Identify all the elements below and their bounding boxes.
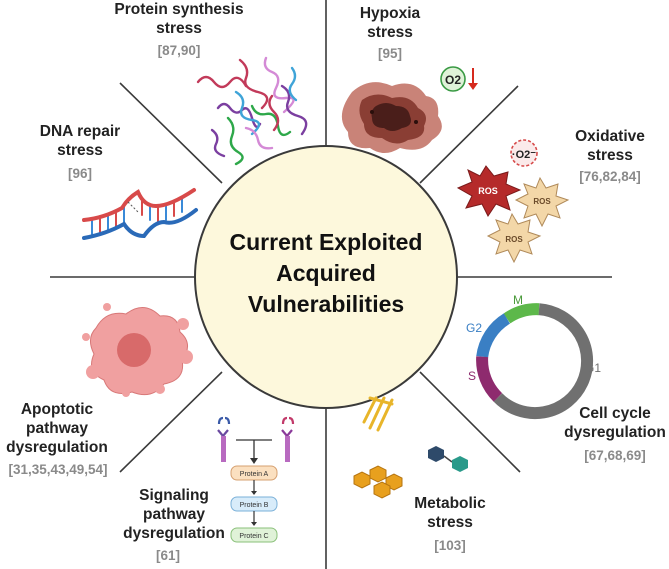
- cell-cycle-label-line-2: dysregulation: [564, 424, 666, 441]
- ros-burst-red-icon: ROS: [456, 165, 522, 217]
- hypoxia-label: Hypoxia stress: [340, 4, 440, 42]
- metabolic-molecules-icon: [353, 396, 468, 499]
- superoxide-label: ·O2⁻: [512, 149, 536, 161]
- spokes: [50, 0, 612, 569]
- ros-label-3: ROS: [505, 235, 523, 244]
- oxygen-badge-label: O2: [445, 73, 461, 87]
- center-circle: [194, 145, 458, 409]
- protein-label-line-2: stress: [156, 20, 202, 37]
- cycle-label-g1: G1: [585, 361, 601, 375]
- spoke-top-left: [119, 82, 223, 184]
- apoptotic-refs: [31,35,43,49,54]: [8, 462, 108, 477]
- cell-cycle-label: Cell cycle dysregulation: [560, 404, 669, 442]
- signaling-pathway-icon: Protein A Protein B Protein C: [217, 416, 295, 543]
- cycle-label-m: M: [513, 293, 523, 307]
- dna-label-line-1: DNA repair: [39, 123, 121, 140]
- cell-cycle-refs: [67,68,69]: [584, 448, 646, 463]
- cycle-arc-s: [476, 356, 503, 402]
- dna-repair-label: DNA repair stress: [30, 122, 130, 160]
- oxidative-refs: [76,82,84]: [579, 169, 641, 184]
- protein-synthesis-label: Protein synthesis stress: [104, 0, 254, 38]
- protein-c-label: Protein C: [239, 533, 268, 540]
- apoptotic-cell-icon: [82, 303, 193, 397]
- protein-strands-icon: [196, 56, 308, 166]
- dna-label-line-2: stress: [57, 142, 103, 159]
- apoptotic-label-line-3: dysregulation: [6, 439, 108, 456]
- cycle-label-s: S: [468, 369, 476, 383]
- oxidative-label: Oxidative stress: [560, 127, 660, 165]
- spoke-bottom-left: [119, 371, 223, 473]
- cell-cycle-ring: [476, 303, 594, 420]
- ros-burst-tan-icon-1: ROS: [514, 176, 570, 228]
- protein-refs: [87,90]: [157, 43, 201, 58]
- spoke-bottom-right: [419, 371, 521, 473]
- cycle-arc-m: [503, 303, 540, 324]
- center-title-line-2: Acquired: [276, 260, 376, 286]
- cell-cycle-label-line-1: Cell cycle: [579, 405, 651, 422]
- metabolic-refs: [103]: [434, 538, 466, 553]
- ros-burst-tan-icon-2: ROS: [486, 212, 542, 264]
- superoxide-icon: ·O2⁻: [510, 139, 538, 167]
- signaling-label-line-3: dysregulation: [123, 525, 225, 542]
- metabolic-label-line-2: stress: [427, 514, 473, 531]
- hypoxia-tissue-icon: [341, 82, 442, 153]
- center-title: Current Exploited Acquired Vulnerabiliti…: [194, 227, 458, 320]
- apoptotic-label-line-2: pathway: [25, 420, 88, 437]
- signaling-label-line-2: pathway: [142, 506, 205, 523]
- protein-b-label: Protein B: [240, 502, 269, 509]
- signaling-refs: [61]: [155, 548, 180, 563]
- oxygen-badge-icon: O2: [440, 66, 478, 92]
- apoptotic-label: Apoptotic pathway dysregulation: [4, 400, 110, 457]
- metabolic-label: Metabolic stress: [402, 494, 498, 532]
- oxidative-label-line-1: Oxidative: [575, 128, 645, 145]
- center-title-line-1: Current Exploited: [229, 229, 423, 255]
- spoke-top-right: [419, 85, 519, 184]
- dna-refs: [96]: [67, 166, 92, 181]
- hypoxia-label-line-2: stress: [367, 24, 413, 41]
- cycle-arc-g1: [493, 303, 594, 420]
- hypoxia-refs: [95]: [377, 46, 402, 61]
- ros-label-1: ROS: [478, 186, 498, 196]
- oxidative-label-line-2: stress: [587, 147, 633, 164]
- protein-label-line-1: Protein synthesis: [114, 1, 244, 18]
- signaling-label-line-1: Signaling: [139, 487, 209, 504]
- protein-a-label: Protein A: [240, 471, 269, 478]
- apoptotic-label-line-1: Apoptotic: [20, 401, 94, 418]
- cycle-arc-g2: [476, 313, 511, 358]
- cycle-label-g2: G2: [466, 321, 482, 335]
- center-title-line-3: Vulnerabilities: [247, 291, 405, 317]
- hypoxia-label-line-1: Hypoxia: [359, 5, 421, 22]
- ros-label-2: ROS: [533, 197, 551, 206]
- dna-helix-icon: [82, 188, 198, 240]
- signaling-label: Signaling pathway dysregulation: [118, 486, 230, 543]
- metabolic-label-line-1: Metabolic: [414, 495, 486, 512]
